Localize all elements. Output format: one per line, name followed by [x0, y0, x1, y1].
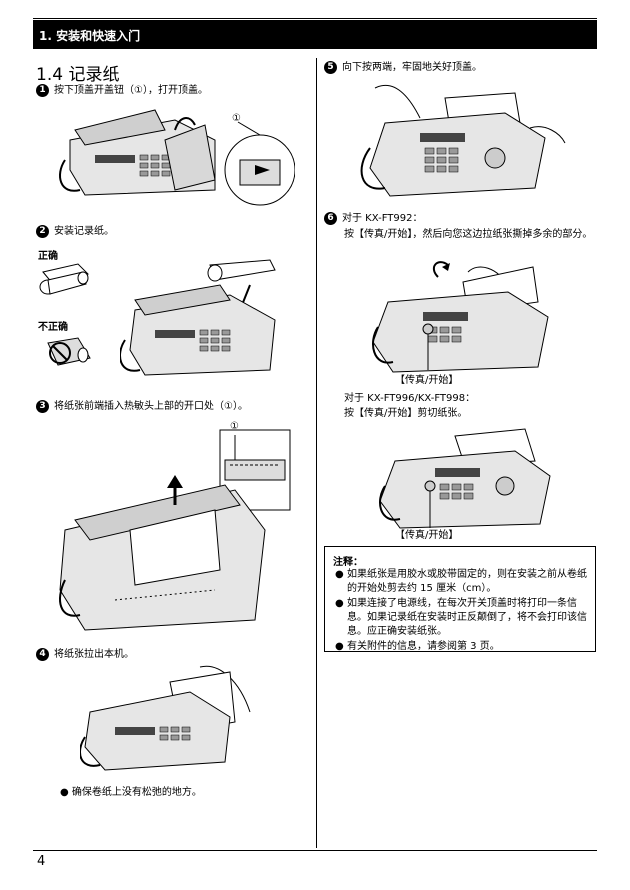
step-6-instruction-2: 按【传真/开始】剪切纸张。: [344, 408, 468, 419]
bullet-icon: ●: [335, 641, 344, 652]
step-6-model-1: 对于 KX-FT992：: [342, 213, 423, 224]
bullet-icon: ●: [335, 569, 344, 580]
note-box: 注释： ●如果纸张是用胶水或胶带固定的，则在安装之前从卷纸的开始处剪去约 15 …: [324, 546, 596, 652]
step-2-text: 安装记录纸。: [54, 226, 114, 237]
step-5-number: 5: [324, 61, 337, 74]
cut-paper-figure: [379, 428, 551, 529]
note-item: ●如果连接了电源线，在每次开关顶盖时将打印一条信息。如果记录纸在安装时正反颠倒了…: [333, 597, 589, 639]
step-1: 1 按下顶盖开盖钮（①），打开顶盖。: [36, 83, 208, 99]
page-number: 4: [37, 854, 46, 869]
step-4-bullet: ● 确保卷纸上没有松弛的地方。: [60, 783, 202, 798]
step-2-number: 2: [36, 225, 49, 238]
chapter-header: 1. 安装和快速入门: [33, 20, 597, 49]
chapter-title: 1. 安装和快速入门: [39, 29, 141, 43]
header-rule: [33, 18, 597, 19]
step-1-text: 按下顶盖开盖钮（①），打开顶盖。: [54, 85, 208, 96]
step-6-number: 6: [324, 212, 337, 225]
insert-paper-figure: [59, 429, 291, 631]
fax-open-cover-figure: [59, 109, 295, 206]
step-3-text: 将纸张前端插入热敏头上部的开口处（①）。: [54, 401, 248, 412]
step-3: 3 将纸张前端插入热敏头上部的开口处（①）。: [36, 399, 248, 415]
column-divider: [316, 58, 317, 848]
incorrect-roll-icon: [47, 337, 91, 366]
fax-start-caption-2: 【传真/开始】: [395, 530, 459, 541]
note-list: ●如果纸张是用胶水或胶带固定的，则在安装之前从卷纸的开始处剪去约 15 厘米（c…: [333, 568, 589, 655]
install-paper-figure: [120, 259, 276, 376]
step-3-callout: ①: [230, 421, 239, 432]
note-title: 注释：: [333, 557, 363, 568]
note-item: ●有关附件的信息，请参阅第 3 页。: [333, 640, 589, 654]
step-5: 5 向下按两端，牢固地关好顶盖。: [324, 60, 482, 76]
close-cover-figure: [360, 84, 566, 197]
note-item: ●如果纸张是用胶水或胶带固定的，则在安装之前从卷纸的开始处剪去约 15 厘米（c…: [333, 568, 589, 596]
step-6-model-2: 对于 KX-FT996/KX-FT998：: [344, 393, 476, 404]
step-1-callout: ①: [232, 113, 241, 124]
step-4-number: 4: [36, 648, 49, 661]
incorrect-label: 不正确: [38, 322, 68, 333]
pull-paper-figure: [80, 665, 251, 771]
step-4-text: 将纸张拉出本机。: [54, 649, 134, 660]
note-item-text: 如果连接了电源线，在每次开关顶盖时将打印一条信息。如果记录纸在安装时正反颠倒了，…: [347, 598, 587, 637]
bullet-icon: ●: [60, 787, 69, 798]
step-5-text: 向下按两端，牢固地关好顶盖。: [342, 62, 482, 73]
fax-start-caption-1: 【传真/开始】: [395, 375, 459, 386]
note-item-text: 如果纸张是用胶水或胶带固定的，则在安装之前从卷纸的开始处剪去约 15 厘米（cm…: [347, 569, 587, 594]
correct-roll-icon: [39, 263, 89, 295]
correct-label: 正确: [38, 251, 58, 262]
bullet-icon: ●: [335, 598, 344, 609]
step-2: 2 安装记录纸。: [36, 224, 114, 240]
step-1-number: 1: [36, 84, 49, 97]
footer-rule: [33, 850, 597, 851]
step-4-bullet-text: 确保卷纸上没有松弛的地方。: [71, 787, 202, 798]
step-3-number: 3: [36, 400, 49, 413]
step-6: 6 对于 KX-FT992：: [324, 211, 422, 227]
section-title: 1.4 记录纸: [36, 65, 120, 85]
note-item-text: 有关附件的信息，请参阅第 3 页。: [347, 641, 500, 652]
step-4: 4 将纸张拉出本机。: [36, 647, 134, 663]
tear-paper-figure: [372, 261, 549, 373]
step-6-instruction-1: 按【传真/开始】，然后向您这边拉纸张撕掉多余的部分。: [344, 229, 593, 240]
